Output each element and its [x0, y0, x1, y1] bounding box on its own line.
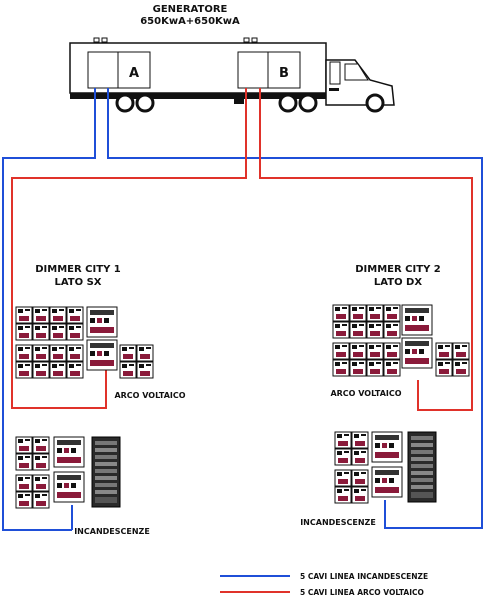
blue-cable-right [160, 157, 483, 529]
arc-label-left: ARCO VOLTAICO [114, 391, 185, 400]
incandescent-label-left: INCANDESCENZE [74, 527, 150, 536]
generator-title: GENERATORE [153, 4, 228, 15]
arc-label-right: ARCO VOLTAICO [330, 389, 401, 398]
dimmer-city-2-title: DIMMER CITY 2 [355, 264, 441, 275]
generator-truck [69, 37, 395, 113]
incandescent-dimmers-left [15, 436, 121, 509]
incandescent-dimmers-right [334, 431, 437, 504]
red-cable-right [259, 88, 473, 411]
legend-red-label: 5 CAVI LINEA ARCO VOLTAICO [300, 588, 424, 597]
arc-dimmers-left [15, 306, 154, 379]
generator-b-label: B [279, 66, 289, 81]
incandescent-label-right: INCANDESCENZE [300, 518, 376, 527]
dimmer-city-1-side: LATO SX [54, 277, 101, 288]
legend-blue-label: 5 CAVI LINEA INCANDESCENZE [300, 572, 428, 581]
generator-power: 650KwA+650KwA [140, 16, 240, 27]
dimmer-city-2-side: LATO DX [374, 277, 422, 288]
arc-dimmers-right [332, 304, 470, 377]
dimmer-city-1-title: DIMMER CITY 1 [35, 264, 121, 275]
blue-cable-left-inner [107, 88, 160, 159]
generator-a-label: A [129, 66, 139, 81]
blue-cable-left [2, 88, 96, 531]
red-cable-left [11, 88, 247, 409]
legend: 5 CAVI LINEA INCANDESCENZE 5 CAVI LINEA … [220, 572, 428, 597]
